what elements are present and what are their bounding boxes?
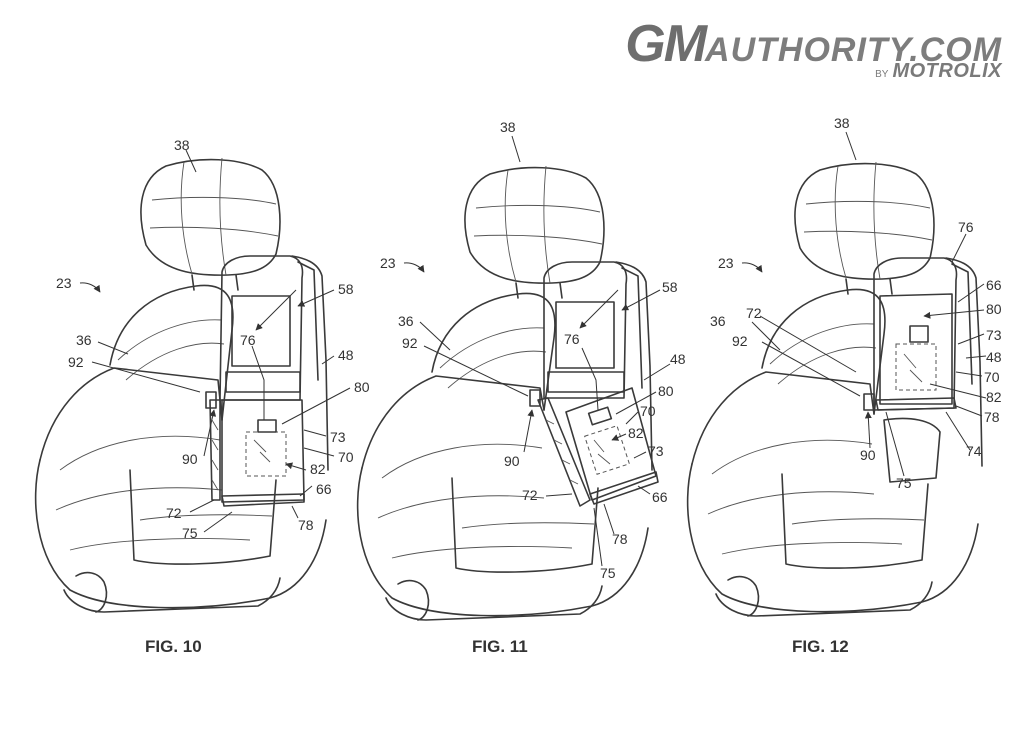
logo-wordmark: GMAUTHORITY.COM [625,14,1002,74]
label-76: 76 [958,219,974,235]
label-38: 38 [500,119,516,135]
label-78: 78 [984,409,1000,425]
figure-10: 38 23 36 92 58 76 48 80 73 70 90 82 66 7… [34,137,370,656]
label-73: 73 [330,429,346,445]
label-76: 76 [240,332,256,348]
label-36: 36 [398,313,414,329]
figure-11: 38 23 36 92 58 76 48 80 70 82 73 90 72 6… [356,119,686,656]
label-90: 90 [860,447,876,463]
label-48: 48 [338,347,354,363]
figure-caption-10: FIG. 10 [145,637,202,656]
label-36: 36 [710,313,726,329]
label-73: 73 [648,443,664,459]
label-92: 92 [732,333,748,349]
label-23: 23 [56,275,72,291]
label-80: 80 [986,301,1002,317]
label-75: 75 [600,565,616,581]
label-75: 75 [896,475,912,491]
figure-12: 38 76 23 66 72 36 80 92 73 48 70 82 78 9… [686,115,1002,656]
figure-caption-12: FIG. 12 [792,637,849,656]
label-72: 72 [522,487,538,503]
seat-drawing-fig12 [686,161,983,617]
label-66: 66 [986,277,1002,293]
label-58: 58 [338,281,354,297]
logo-gm-text: GM [625,15,707,73]
label-66: 66 [316,481,332,497]
label-82: 82 [986,389,1002,405]
label-70: 70 [640,403,656,419]
figure-caption-11: FIG. 11 [472,637,528,656]
seat-drawing-fig11 [356,165,659,621]
label-48: 48 [986,349,1002,365]
label-78: 78 [612,531,628,547]
label-38: 38 [834,115,850,131]
label-38: 38 [174,137,190,153]
label-74: 74 [966,443,982,459]
label-70: 70 [984,369,1000,385]
label-80: 80 [658,383,674,399]
label-82: 82 [310,461,326,477]
label-23: 23 [380,255,396,271]
label-36: 36 [76,332,92,348]
label-70: 70 [338,449,354,465]
logo-brand-text: MOTROLIX [892,60,1002,82]
label-76: 76 [564,331,580,347]
label-72: 72 [746,305,762,321]
label-48: 48 [670,351,686,367]
label-72: 72 [166,505,182,521]
label-90: 90 [504,453,520,469]
label-78: 78 [298,517,314,533]
logo-by-text: BY [875,69,889,80]
label-75: 75 [182,525,198,541]
label-58: 58 [662,279,678,295]
label-82: 82 [628,425,644,441]
label-92: 92 [402,335,418,351]
label-66: 66 [652,489,668,505]
label-92: 92 [68,354,84,370]
seat-drawing-fig10 [34,157,329,613]
label-80: 80 [354,379,370,395]
label-23: 23 [718,255,734,271]
label-90: 90 [182,451,198,467]
logo-authority-text: AUTHORITY.COM [705,31,1002,69]
label-73: 73 [986,327,1002,343]
